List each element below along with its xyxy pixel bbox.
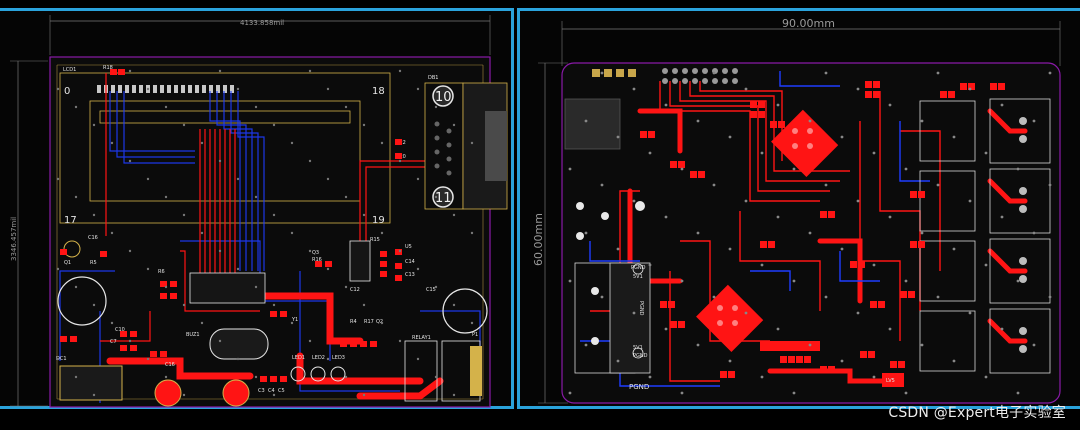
- csdn-watermark: CSDN @Expert电子实验室: [888, 405, 1066, 421]
- relay-footprint: [404, 340, 438, 402]
- component-label: Y1: [291, 317, 298, 323]
- net-label-pgnd-main: PGND: [629, 383, 649, 391]
- component-label: C3: [258, 388, 265, 394]
- component-label: C13: [405, 272, 415, 278]
- component-label: Q1: [64, 260, 71, 266]
- component-label: U5: [405, 244, 412, 250]
- component-label: LED1: [292, 355, 305, 361]
- right-pcb-drawing: 90.00mm 60.00mm: [532, 17, 1061, 404]
- relay-coil-footprint: [57, 276, 107, 326]
- left-pcb-view: 4133.858mil 3346.457mil LCD1 0 18 17 19: [0, 8, 514, 409]
- component-label: Q3: [312, 250, 319, 256]
- component-label: DB1: [428, 75, 438, 81]
- component-label: RELAY1: [412, 335, 431, 341]
- dc-jack-footprint: [59, 365, 123, 401]
- component-label: DC1: [56, 356, 67, 362]
- lcd-label: LCD1: [63, 67, 76, 73]
- component-label: C16: [88, 235, 98, 241]
- buzzer-footprint: [442, 288, 488, 334]
- net-label-pgnd-bottom: PGND: [633, 353, 648, 359]
- component-label: C12: [350, 287, 360, 293]
- component-label: C15: [426, 287, 436, 293]
- component-label: C10: [115, 327, 125, 333]
- component-label: R17: [364, 319, 374, 325]
- db9-pin-10: 10: [435, 90, 452, 105]
- right-pcb-view: 90.00mm 60.00mm: [517, 8, 1080, 409]
- lcd-pin-17: 17: [64, 215, 77, 226]
- component-label: R18: [103, 65, 113, 71]
- left-height-dimension: 3346.457mil: [10, 217, 18, 261]
- right-height-dimension: 60.00mm: [532, 213, 545, 266]
- right-width-dimension: 90.00mm: [782, 17, 835, 30]
- net-label-5v1-bottom: 5V1: [633, 345, 643, 351]
- component-label: LED2: [312, 355, 325, 361]
- component-label: C7: [110, 339, 117, 345]
- net-label-pgnd-vertical: PGND: [638, 301, 644, 316]
- net-label-lv5: LV5: [886, 378, 895, 384]
- component-label: C4: [268, 388, 275, 394]
- component-label: R16: [312, 257, 322, 263]
- component-label: R15: [370, 237, 380, 243]
- component-label: C16: [165, 362, 175, 368]
- left-pcb-drawing: 4133.858mil 3346.457mil LCD1 0 18 17 19: [10, 15, 508, 408]
- component-label: C5: [278, 388, 285, 394]
- left-width-dimension: 4133.858mil: [240, 19, 284, 27]
- component-label: R5: [90, 260, 97, 266]
- left-board-outline: [49, 56, 491, 408]
- lcd-pin-19: 19: [372, 215, 385, 226]
- component-label: Q2: [376, 319, 383, 325]
- component-label: P1: [472, 332, 478, 338]
- right-pin-header: [592, 68, 738, 84]
- component-label: BUZ1: [186, 332, 200, 338]
- net-label-pgnd-top: PGND: [631, 265, 646, 271]
- crystal-footprint: [209, 328, 269, 360]
- lcd-pin-0: 0: [64, 86, 70, 97]
- net-label-5v1-top: 5V1: [633, 274, 643, 280]
- component-label: R6: [158, 269, 165, 275]
- db9-pin-11: 11: [435, 191, 452, 206]
- component-label: R4: [350, 319, 357, 325]
- component-label: LED3: [332, 355, 345, 361]
- lcd-pin-18: 18: [372, 86, 385, 97]
- component-label: C14: [405, 259, 415, 265]
